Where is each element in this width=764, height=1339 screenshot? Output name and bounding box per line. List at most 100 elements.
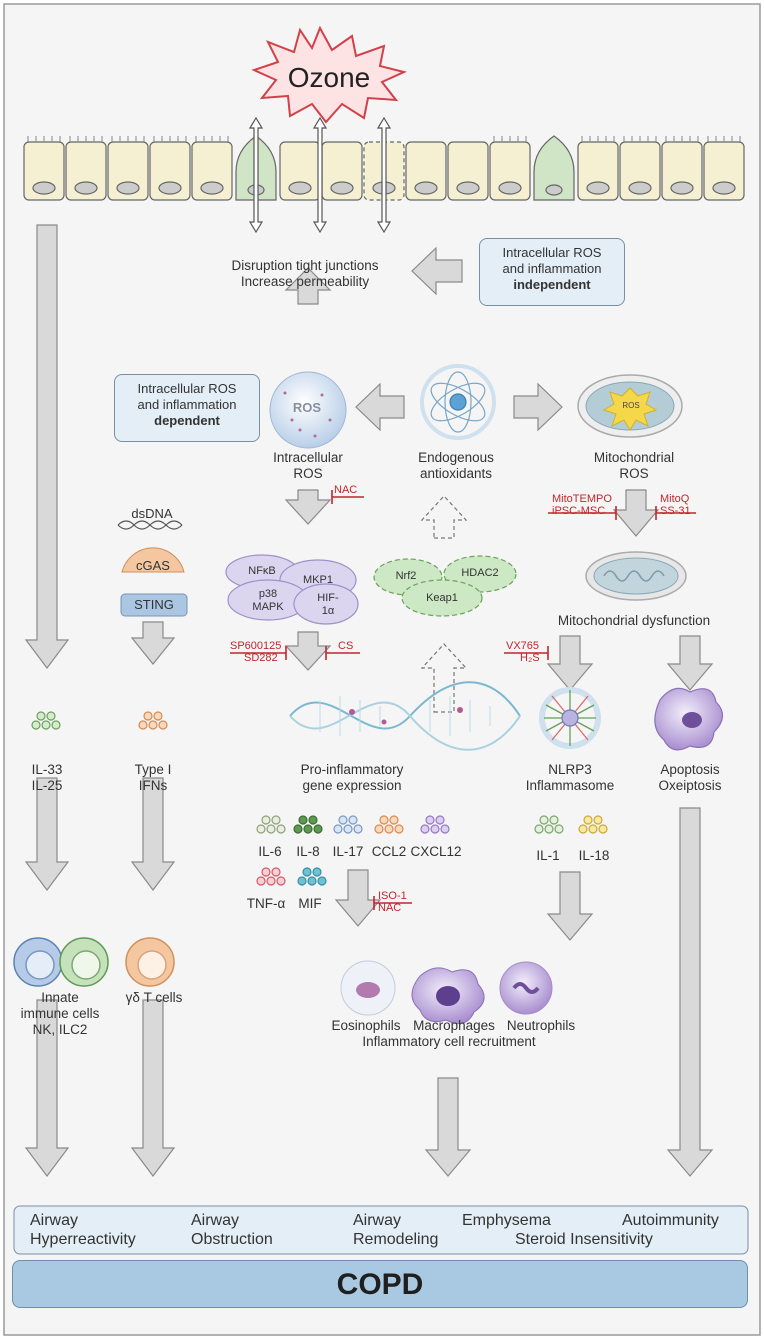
cgas-shape: [121, 547, 185, 573]
arrow-epi-to-il33: [24, 224, 70, 669]
iso1-line-2: NAC: [378, 902, 402, 914]
mitochondrial-ros-label: Mitochondrial ROS: [594, 450, 674, 482]
p38-line-1: p38: [258, 588, 278, 600]
mkp1-label: MKP1: [303, 574, 333, 586]
mitotempo-inhibitor: MitoTEMPO iPSC-MSC: [552, 493, 612, 517]
airway-epithelium: [23, 135, 745, 201]
arrow-dysfunction-to-apoptosis: [666, 635, 714, 691]
arrow-cells-to-outcome: [424, 1077, 472, 1177]
cytokine-il6: IL-6: [258, 844, 282, 859]
dependent-line-3: dependent: [154, 413, 220, 428]
cytokine-il17: IL-17: [332, 844, 364, 859]
intracellular-ros-line-1: Intracellular: [273, 450, 343, 465]
antioxidants-line-2: antioxidants: [419, 466, 493, 481]
type1-line-1: Type I: [134, 762, 172, 777]
obstruction-line-2: Obstruction: [191, 1231, 273, 1248]
antioxidants-line-1: Endogenous: [418, 450, 494, 465]
dashed-arrows: [420, 495, 468, 713]
il33-line-1: IL-33: [31, 762, 63, 777]
independent-box: Intracellular ROS and inflammation indep…: [479, 238, 625, 306]
cytokine-ccl2: CCL2: [371, 844, 407, 859]
arrow-il1-to-neutrophils: [546, 871, 594, 941]
eosinophils-label: Eosinophils: [331, 1018, 401, 1033]
endogenous-antioxidants-label: Endogenous antioxidants: [418, 450, 494, 482]
nac-inhibitor-1: NAC: [334, 484, 358, 496]
intracellular-ros-line-2: ROS: [293, 466, 323, 481]
iso1-inhibitor: ISO-1 NAC: [378, 890, 407, 914]
cs-inhibitor: CS: [338, 640, 354, 652]
p38-line-2: MAPK: [252, 601, 284, 613]
hdac2-label: HDAC2: [461, 567, 499, 579]
disruption-label: Disruption tight junctions Increase perm…: [231, 258, 378, 290]
outcome-airway-obstruction: Airway Obstruction: [191, 1211, 273, 1249]
arrow-independent-to-disruption: [411, 246, 463, 296]
independent-line-3: independent: [513, 277, 591, 292]
mitochondrion-dysfunction: [585, 551, 687, 601]
intracellular-ros-label: Intracellular ROS: [273, 450, 343, 482]
arrow-il33-to-innate: [24, 777, 70, 891]
cytokine-tnfa: TNF-α: [246, 896, 286, 911]
macrophages-label: Macrophages: [413, 1018, 495, 1033]
arrow-innate-to-outcome: [24, 999, 70, 1177]
neutrophils-label: Neutrophils: [506, 1018, 576, 1033]
arrow-ros-to-kinases: [284, 489, 332, 525]
iso1-line-1: ISO-1: [378, 890, 407, 902]
type1-ifn-label: Type I IFNs: [135, 762, 172, 794]
cytokine-cxcl12: CXCL12: [410, 844, 462, 859]
innate-line-2: immune cells: [20, 1006, 100, 1021]
pro-inflammatory-line-1: Pro-inflammatory: [300, 762, 404, 777]
cytokine-mif: MIF: [298, 896, 322, 911]
cytokine-il1: IL-1: [536, 848, 560, 863]
cytokine-clusters: [31, 711, 608, 886]
mito-dysfunction-label: Mitochondrial dysfunction: [557, 613, 711, 628]
mitotempo-line-2: iPSC-MSC: [552, 505, 606, 517]
mito-ros-tag: ROS: [622, 401, 640, 410]
dashed-arrow-nrf2-to-antiox: [420, 495, 468, 539]
arrow-ifn-to-gd: [130, 777, 176, 891]
arrow-apoptosis-to-outcome: [666, 807, 714, 1177]
arrow-ros-to-disruption: [284, 267, 332, 305]
inhibitor-marks: [230, 490, 696, 910]
sting-label: STING: [134, 597, 174, 612]
outcome-emphysema: Emphysema: [462, 1212, 551, 1229]
arrow-dysfunction-to-nlrp3: [546, 635, 594, 691]
goblet-cell-right: [533, 135, 575, 201]
hyper-line-2: Hyperreactivity: [30, 1231, 136, 1248]
independent-line-1: Intracellular ROS: [502, 245, 602, 260]
dependent-line-1: Intracellular ROS: [137, 381, 237, 396]
dna-helix: [289, 681, 521, 751]
cytokine-il8: IL-8: [296, 844, 320, 859]
nrf2-label: Nrf2: [395, 570, 417, 582]
mitotempo-line-1: MitoTEMPO: [552, 493, 612, 505]
arrow-sting-to-ifn: [130, 621, 176, 665]
mitoq-line-1: MitoQ: [660, 493, 690, 505]
recruitment-label: Inflammatory cell recruitment: [362, 1034, 536, 1049]
copd-banner: COPD: [12, 1260, 748, 1308]
hif-line-1: HIF-: [317, 592, 339, 604]
outcome-airway-remodeling: Airway Remodeling: [353, 1211, 438, 1249]
sp600125-line-1: SP600125: [230, 640, 282, 652]
ozone-label: Ozone: [287, 62, 371, 93]
nlrp3-inflammasome: [539, 687, 601, 749]
pro-inflammatory-line-2: gene expression: [302, 778, 402, 793]
p38-label: p38 MAPK: [252, 588, 283, 614]
antioxidant-atom: [420, 364, 496, 440]
sting-shape: [120, 593, 188, 617]
hif-label: HIF- 1α: [317, 592, 338, 618]
mito-ros-line-1: Mitochondrial: [593, 450, 675, 465]
innate-cells-label: Innate immune cells NK, ILC2: [21, 990, 100, 1038]
arrow-mito-to-dysfunction: [612, 489, 660, 537]
nlrp3-line-1: NLRP3: [548, 762, 592, 777]
il33-label: IL-33 IL-25: [32, 762, 63, 794]
dependent-box: Intracellular ROS and inflammation depen…: [114, 374, 260, 442]
nfkb-label: NFκB: [248, 565, 276, 577]
dashed-arrow-dna-to-nrf2: [420, 643, 468, 713]
arrow-cytokines-to-cells: [334, 869, 382, 927]
cell-nuclei: [32, 181, 736, 196]
permeability-arrows: [248, 116, 392, 234]
outcome-airway-hyperreactivity: Airway Hyperreactivity: [30, 1211, 136, 1249]
type1-line-2: IFNs: [138, 778, 168, 793]
arrow-antiox-to-ros: [355, 382, 405, 432]
ozone-burst: [251, 25, 408, 124]
